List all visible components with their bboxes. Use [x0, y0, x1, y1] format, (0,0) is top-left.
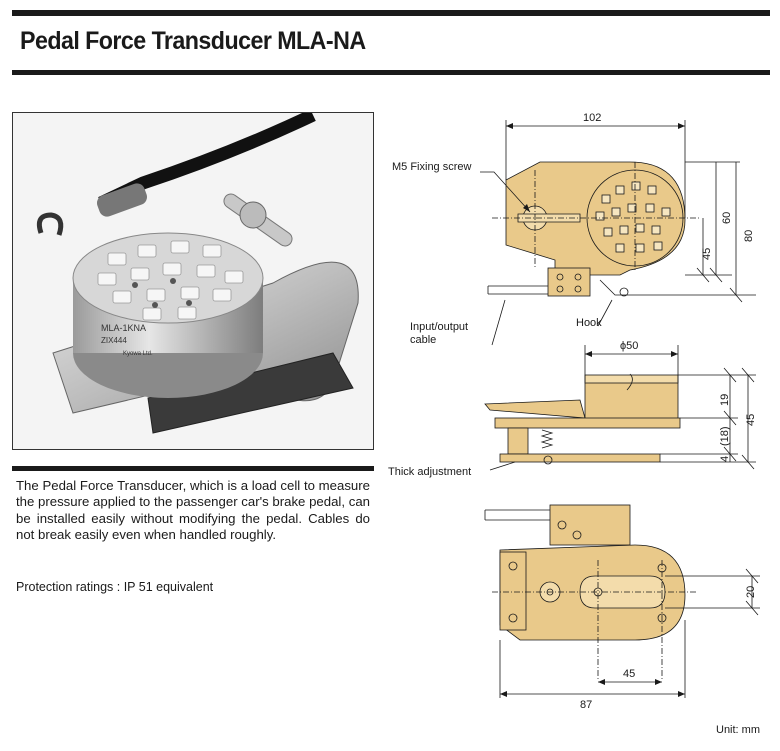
side-view-spring [540, 429, 554, 449]
side-view-adjuster [507, 427, 529, 455]
pedal-plate [147, 352, 354, 434]
marking-maker: Kyowa Ltd. [123, 351, 153, 357]
top-view-cable-block [547, 267, 591, 297]
dim-side-18: (18) [719, 426, 731, 446]
side-view-plate [494, 417, 681, 429]
side-view-cable-bracket [484, 399, 586, 419]
unit-label: Unit: mm [716, 724, 760, 736]
bottom-view-cable [484, 509, 550, 521]
top-view-pads [595, 181, 671, 253]
pad-grid [97, 240, 244, 321]
product-photo: MLA-1KNA ZIX444 Kyowa Ltd. [12, 112, 374, 450]
callout-fixing-screw: M5 Fixing screw [392, 161, 472, 173]
arrowheads [500, 123, 685, 697]
dimension-drawing: M5 Fixing screw Input/output cable Hook … [388, 112, 760, 711]
callout-thick-adjustment: Thick adjustment [388, 466, 471, 478]
callout-hook: Hook [576, 317, 602, 329]
page-title: Pedal Force Transducer MLA-NA [20, 27, 366, 55]
bottom-view [484, 504, 760, 698]
dim-side-45: 45 [745, 414, 757, 426]
pad-screws [132, 278, 192, 308]
top-view-hook-arm [599, 279, 630, 296]
dim-side-4: 4 [719, 456, 731, 462]
protection-rating: Protection ratings : IP 51 equivalent [16, 580, 214, 594]
dim-width-102: 102 [583, 112, 601, 124]
side-view-body [584, 381, 679, 421]
cable-shape [98, 113, 316, 209]
marking-serial: ZIX444 [101, 336, 127, 345]
dim-height-60: 60 [721, 212, 733, 224]
marking-model: MLA-1KNA [101, 323, 146, 333]
description-text: The Pedal Force Transducer, which is a l… [16, 478, 370, 543]
bottom-view-cable-block [549, 504, 631, 546]
dim-slot-20: 20 [745, 586, 757, 598]
dim-height-80: 80 [743, 230, 755, 242]
top-view-cable [487, 285, 548, 295]
product-illustration: MLA-1KNA ZIX444 Kyowa Ltd. [36, 113, 359, 434]
dim-offset-45: 45 [701, 248, 713, 260]
callout-cable-line2: cable [410, 334, 436, 346]
top-view-hook [619, 287, 629, 297]
description-rule [12, 466, 374, 471]
top-view [480, 120, 756, 346]
header-rule-top [12, 10, 770, 16]
hook-shape [36, 212, 64, 236]
bottom-view-flange [499, 551, 527, 631]
dim-diameter-50: ϕ50 [620, 340, 638, 352]
knob-head [239, 201, 267, 229]
dim-length-87: 87 [580, 699, 592, 711]
side-view [484, 345, 756, 471]
cable-gland [96, 183, 148, 217]
callout-cable-line1: Input/output [410, 321, 468, 333]
header-rule-bottom [12, 70, 770, 75]
dim-pitch-45: 45 [623, 668, 635, 680]
dim-side-19: 19 [719, 394, 731, 406]
side-view-base [499, 453, 661, 463]
bottom-view-slot [579, 575, 666, 609]
